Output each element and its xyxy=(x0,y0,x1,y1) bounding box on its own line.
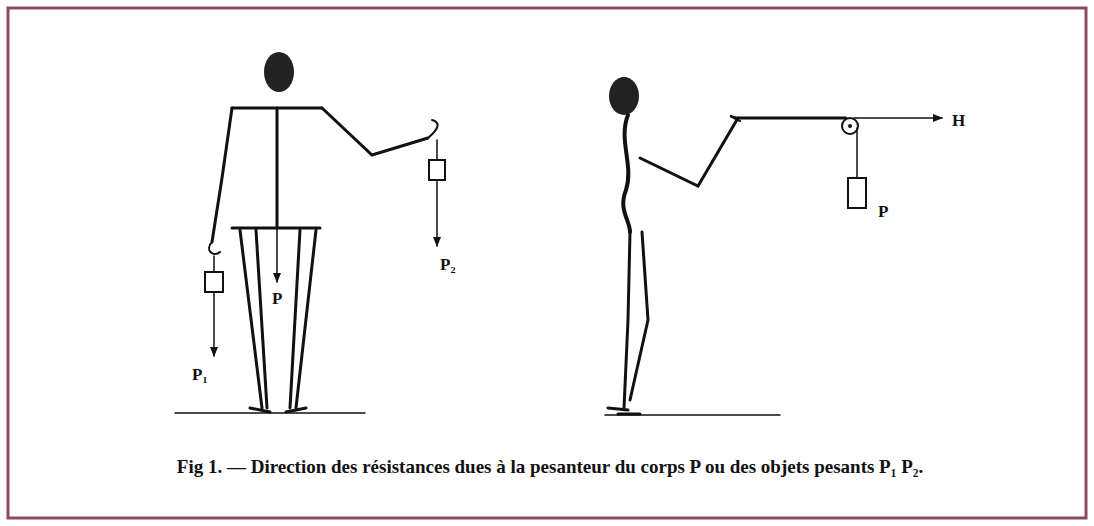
figure-caption: Fig 1. — Direction des résistances dues … xyxy=(170,455,930,479)
weight-label: P₁ xyxy=(192,366,207,383)
force-label: H xyxy=(952,112,965,129)
weight-label: P xyxy=(878,203,888,220)
body-weight-label: P xyxy=(272,290,282,307)
weight-label: P₂ xyxy=(440,256,455,273)
